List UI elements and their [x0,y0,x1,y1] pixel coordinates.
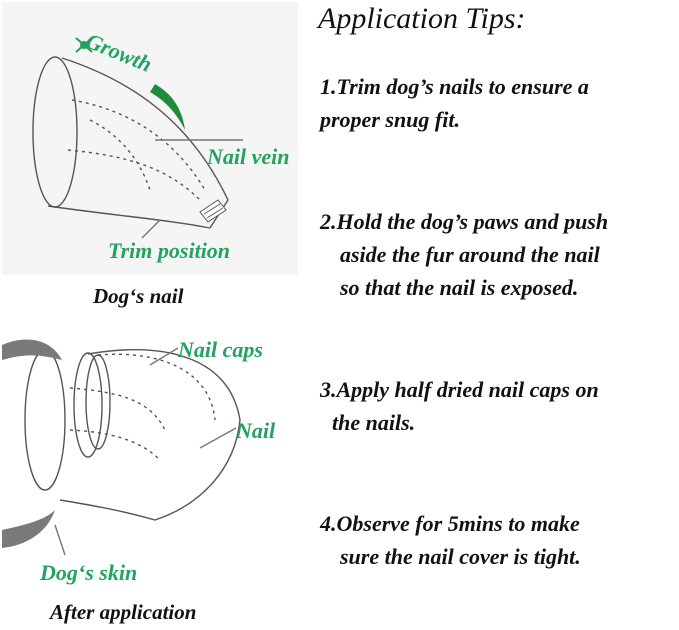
nail-cap-rim-outer [73,352,103,458]
nail-base-ellipse [32,56,78,208]
tip-4: 4.Observe for 5mins to make sure the nai… [320,507,581,573]
nail-vein-dotted-lower [67,149,201,201]
nail-caps-label: Nail caps [178,337,263,362]
tip-1-line-1: 1.Trim dog’s nails to ensure a [320,74,589,99]
tip-1: 1.Trim dog’s nails to ensure a proper sn… [320,70,589,136]
nail-quick-dotted-3 [69,429,161,461]
nail-caps-pointer [149,347,179,366]
growth-arrow [150,84,185,130]
tip-2-line-3: so that the nail is exposed. [340,275,579,300]
trim-position-marker [199,199,227,223]
nail-label: Nail [236,418,276,443]
growth-sparkle-icon [75,37,93,53]
after-application-caption: After application [50,600,197,624]
tip-4-line-2: sure the nail cover is tight. [340,544,581,569]
nail-vein-dotted-upper [71,99,206,191]
nail-outline [47,57,229,229]
dogs-nail-claw-drawing [32,56,243,239]
tip-3-line-2: the nails. [332,410,416,435]
nail-cap-claw-drawing [24,347,241,556]
trim-position-label: Trim position [108,238,231,263]
nail-quick-dotted [89,119,151,191]
tip-1-line-2: proper snug fit. [320,107,460,132]
tip-3: 3.Apply half dried nail caps on the nail… [320,373,599,439]
nail-vein-label: Nail vein [207,144,290,169]
dogs-nail-caption: Dog‘s nail [93,284,184,308]
trim-position-pointer [141,219,161,239]
tip-3-line-1: 3.Apply half dried nail caps on [320,377,599,402]
tip-4-line-1: 4.Observe for 5mins to make [320,511,580,536]
nail-quick-dotted-2 [69,387,166,431]
nail-base-ellipse-2 [24,349,66,491]
nail-pointer [199,427,237,449]
tip-2-line-2: aside the fur around the nail [340,242,600,267]
nail-inner-dotted [97,353,216,421]
tip-2: 2.Hold the dog’s paws and push aside the… [320,205,608,304]
dogs-skin-label: Dog‘s skin [40,560,138,585]
dogs-skin-pointer [54,524,66,556]
nail-cap-outline [59,349,241,521]
application-tips-title: Application Tips: [318,2,526,35]
tip-2-line-1: 2.Hold the dog’s paws and push [320,209,609,234]
dogs-skin-shape [2,339,62,548]
